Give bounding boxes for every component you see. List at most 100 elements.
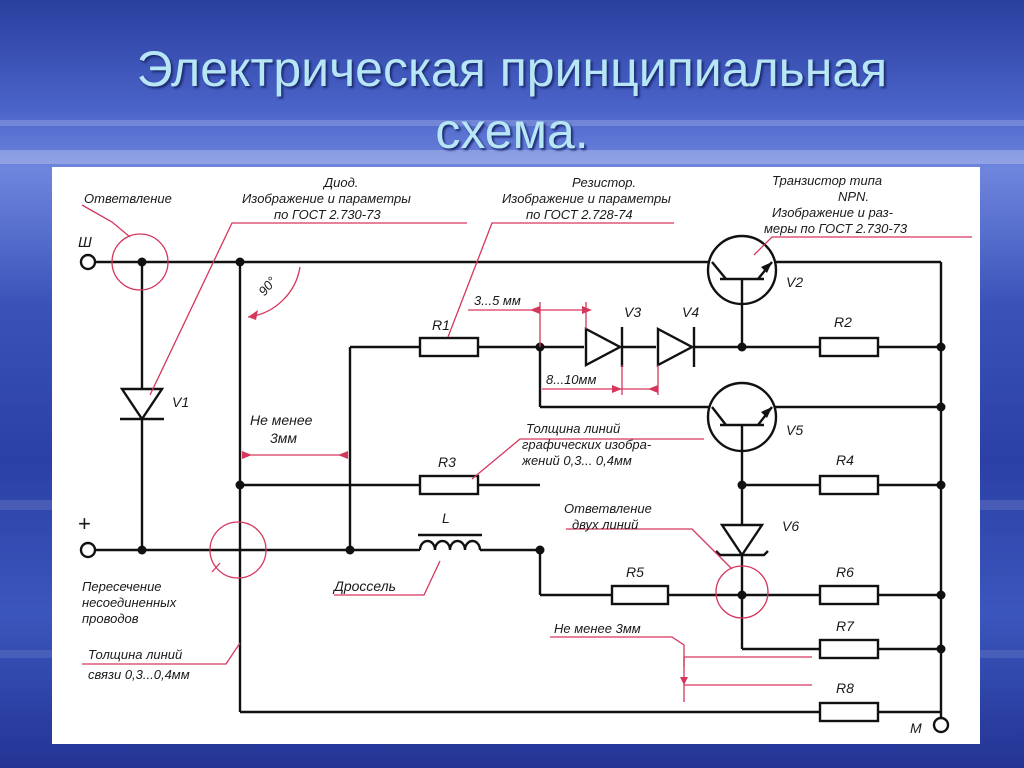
label-v3: V3	[624, 304, 641, 320]
junction-dot	[345, 545, 355, 555]
dim-3-5-arrow-left	[530, 306, 540, 314]
transistor-v5-arrow	[761, 407, 772, 418]
slide-title-line-1: Электрическая принципиальная	[136, 41, 888, 97]
annotation-branch2-1: Ответвление	[564, 501, 652, 516]
diode-v6-bar	[715, 550, 769, 557]
junction-dot	[535, 545, 545, 555]
annotation-resistor-2: Изображение и параметры	[502, 191, 671, 206]
resistor-r3	[418, 474, 480, 496]
label-v5: V5	[786, 422, 803, 438]
label-r1: R1	[432, 317, 450, 333]
dim-8-10-arrow-left	[612, 385, 622, 393]
label-r4: R4	[836, 452, 854, 468]
annotation-cross-2: несоединенных	[82, 595, 177, 610]
label-r6: R6	[836, 564, 854, 580]
diode-v3-triangle	[584, 327, 623, 367]
terminal-m	[932, 716, 950, 734]
annotation-thick-1: Толщина линий	[526, 421, 620, 436]
resistors	[418, 336, 880, 723]
dim-8-10-arrow-right	[648, 385, 658, 393]
label-v1: V1	[172, 394, 189, 410]
link-thickness-leader	[82, 642, 241, 665]
diode-v4: V4	[656, 304, 699, 367]
diode-v1-triangle	[119, 387, 165, 422]
thickness-leader	[471, 438, 704, 480]
annotation-transistor-4: меры по ГОСТ 2.730-73	[764, 221, 908, 236]
transistor-v5: V5	[706, 381, 803, 453]
annotation-dim-8-10: 8...10мм	[546, 372, 596, 387]
crossing-highlight-circle	[209, 521, 267, 579]
resistor-r7	[818, 638, 880, 660]
transistor-v2: V2	[706, 234, 803, 306]
terminal-plus	[79, 541, 97, 559]
label-l: L	[442, 510, 450, 526]
diode-v6: V6	[715, 518, 799, 558]
annotation-thick-3: жений 0,3... 0,4мм	[521, 453, 632, 468]
diode-v4-triangle	[656, 327, 695, 367]
annotation-lines	[81, 204, 972, 702]
dim-min3-arrow-right	[338, 451, 348, 459]
resistor-r6	[818, 584, 880, 606]
terminal-sh-label: Ш	[78, 234, 92, 251]
annotation-min3-1: Не менее	[250, 412, 313, 428]
annotation-diode-3: по ГОСТ 2.730-73	[274, 207, 381, 222]
label-v2: V2	[786, 274, 803, 290]
annotation-link-2: связи 0,3...0,4мм	[88, 667, 190, 682]
circuit-schematic: Ш + М R1 R2 R3 R4 R5 R6 R7 R8 V1 V3	[78, 173, 972, 736]
terminal-plus-label: +	[78, 511, 91, 536]
junction-dot	[936, 644, 946, 654]
label-v4: V4	[682, 304, 699, 320]
junction-dot	[235, 480, 245, 490]
branch-leader	[81, 204, 131, 238]
inductor-l: L	[417, 510, 482, 552]
annotation-angle: 90°	[255, 274, 279, 299]
junction-dot	[137, 257, 147, 267]
annotation-cross-3: проводов	[82, 611, 139, 626]
resistor-leader	[447, 222, 674, 338]
slide-title: Электрическая принципиальная схема.	[40, 38, 984, 162]
transistor-v2-arrow	[761, 262, 772, 273]
annotation-branch2-2: двух линий	[572, 517, 638, 532]
annotation-branch: Ответвление	[84, 191, 172, 206]
resistor-r5	[610, 584, 670, 606]
junction-dot	[737, 342, 747, 352]
angle-arc	[247, 266, 301, 318]
annotation-link-1: Толщина линий	[88, 647, 182, 662]
transistor-v5-collector	[711, 406, 727, 426]
angle-arrow	[248, 310, 258, 320]
junction-dot	[137, 545, 147, 555]
min3b-leader	[550, 636, 685, 667]
resistor-labels: R1 R2 R3 R4 R5 R6 R7 R8	[432, 314, 855, 696]
label-r5: R5	[626, 564, 644, 580]
terminal-m-label: М	[910, 720, 922, 736]
resistor-r1	[418, 336, 480, 358]
label-v6: V6	[782, 518, 799, 534]
junction-dot	[737, 480, 747, 490]
label-r3: R3	[438, 454, 456, 470]
branch2-leader	[566, 528, 733, 570]
branch-highlight-circle	[111, 233, 169, 291]
junction-dot	[737, 590, 747, 600]
annotation-diode-1: Диод.	[322, 175, 358, 190]
diode-v3: V3	[584, 304, 641, 367]
diode-v1: V1	[119, 387, 189, 422]
junction-dot	[936, 590, 946, 600]
label-r2: R2	[834, 314, 852, 330]
dim-3-5-arrow-right	[582, 306, 592, 314]
resistor-r8	[818, 701, 880, 723]
resistor-r4	[818, 474, 880, 496]
annotation-transistor-1: Транзистор типа	[772, 173, 882, 188]
choke-leader	[334, 560, 441, 596]
resistor-r2	[818, 336, 880, 358]
junctions	[137, 257, 946, 654]
annotation-min3-bottom: Не менее 3мм	[554, 621, 641, 636]
annotation-resistor-3: по ГОСТ 2.728-74	[526, 207, 633, 222]
junction-dot	[936, 402, 946, 412]
annotation-dim-3-5: 3...5 мм	[474, 293, 521, 308]
label-r7: R7	[836, 618, 855, 634]
label-r8: R8	[836, 680, 854, 696]
annotation-min3-2: 3мм	[270, 430, 297, 446]
terminals: Ш + М	[78, 234, 950, 736]
annotation-thick-2: графических изобра-	[522, 437, 652, 452]
terminal-sh	[79, 253, 97, 271]
